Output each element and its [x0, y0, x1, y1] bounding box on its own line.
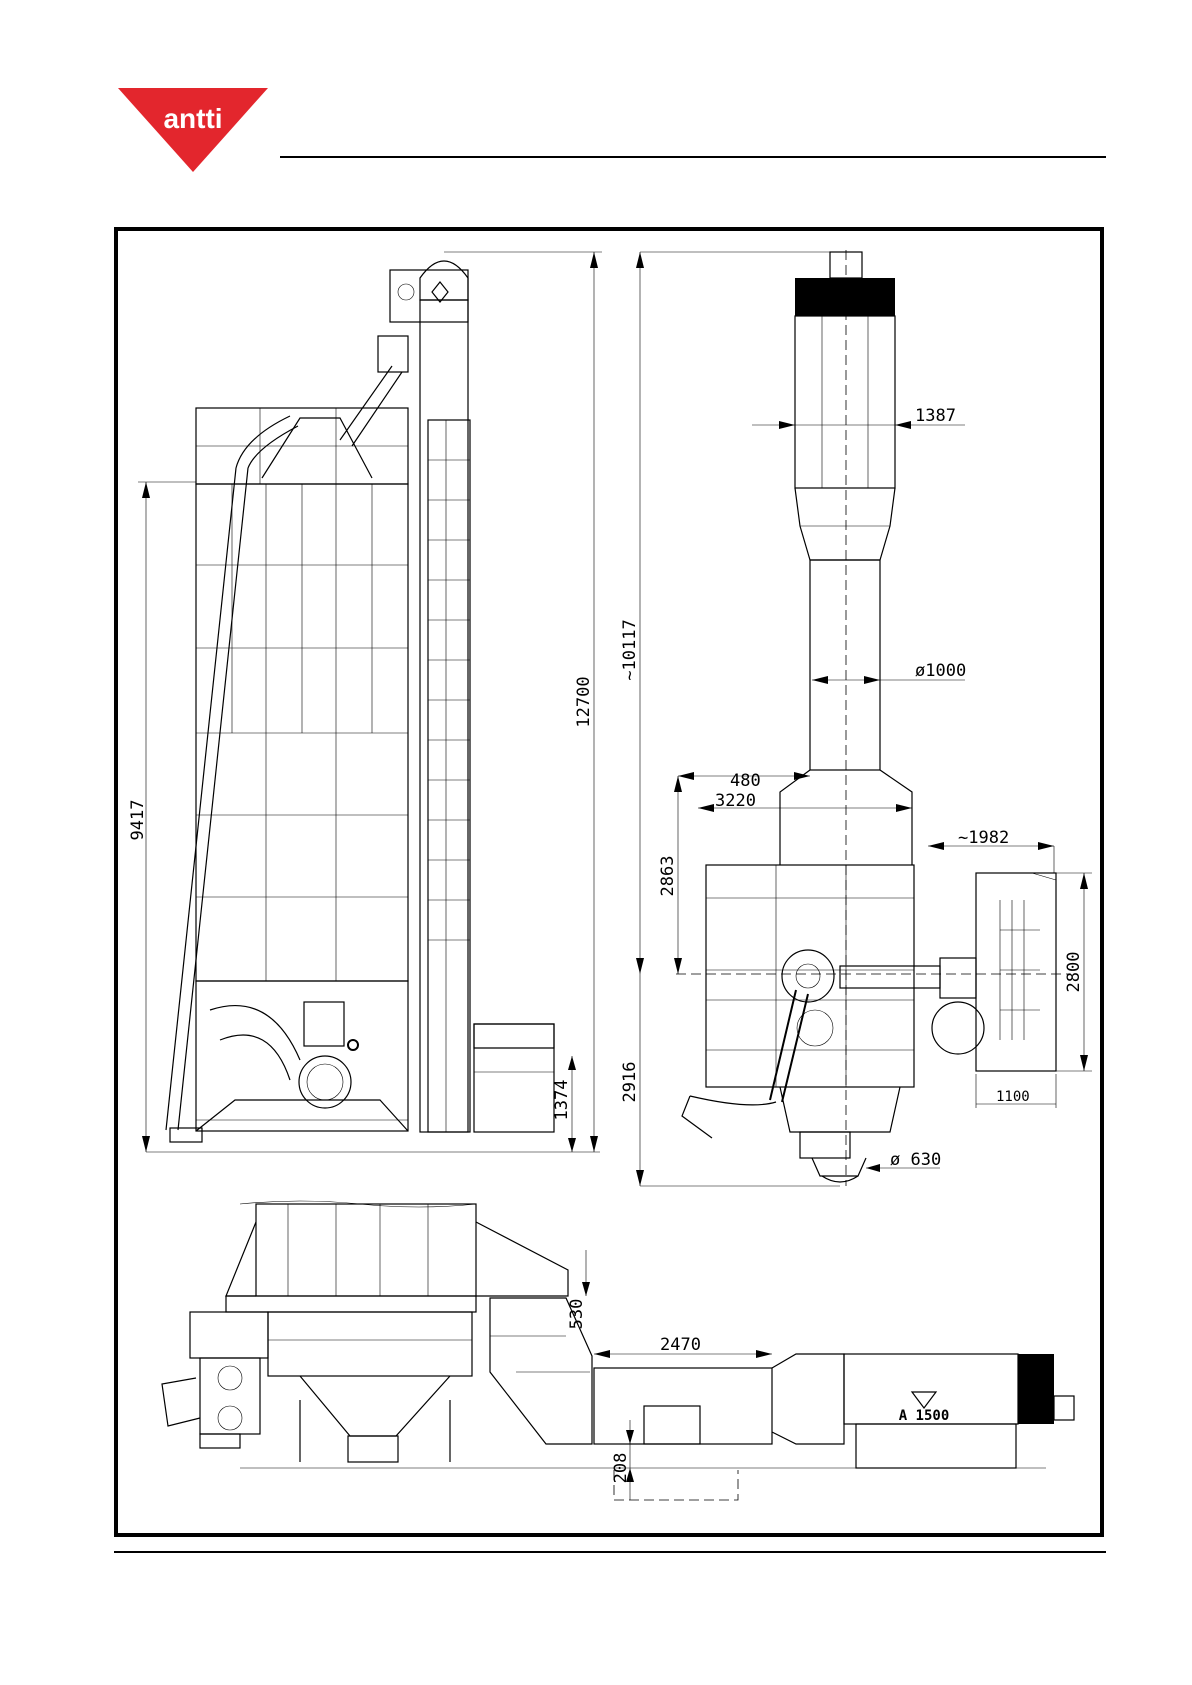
dimension-1100: 1100: [996, 1089, 1030, 1105]
dimension-overall-height: ~10117: [620, 619, 640, 680]
dimension-1982: ~1982: [958, 828, 1009, 848]
dimension-530: 530: [567, 1299, 587, 1330]
dimension-3220: 3220: [715, 791, 756, 811]
dimension-2470: 2470: [660, 1335, 701, 1355]
dimension-pipe-1000: ø1000: [915, 661, 966, 681]
dimension-1387: 1387: [915, 406, 956, 426]
dimension-480: 480: [730, 771, 761, 791]
dimension-12700: 12700: [574, 676, 594, 727]
dimension-9417: 9417: [128, 800, 148, 841]
dimension-2863: 2863: [658, 856, 678, 897]
burner-plan-view: A 1500 530 2470 208: [162, 1201, 1074, 1500]
side-elevation-view: 9417 12700 1374: [128, 252, 602, 1152]
dimension-1374: 1374: [552, 1080, 572, 1121]
dimension-630: ø 630: [890, 1150, 941, 1170]
dimension-2800: 2800: [1064, 952, 1084, 993]
dimension-208: 208: [611, 1453, 631, 1484]
stack-cap: [795, 278, 895, 316]
dimension-2916: 2916: [620, 1062, 640, 1103]
front-elevation-view: 1387 ø1000: [620, 250, 1092, 1186]
burner-model-label: A 1500: [899, 1408, 950, 1424]
